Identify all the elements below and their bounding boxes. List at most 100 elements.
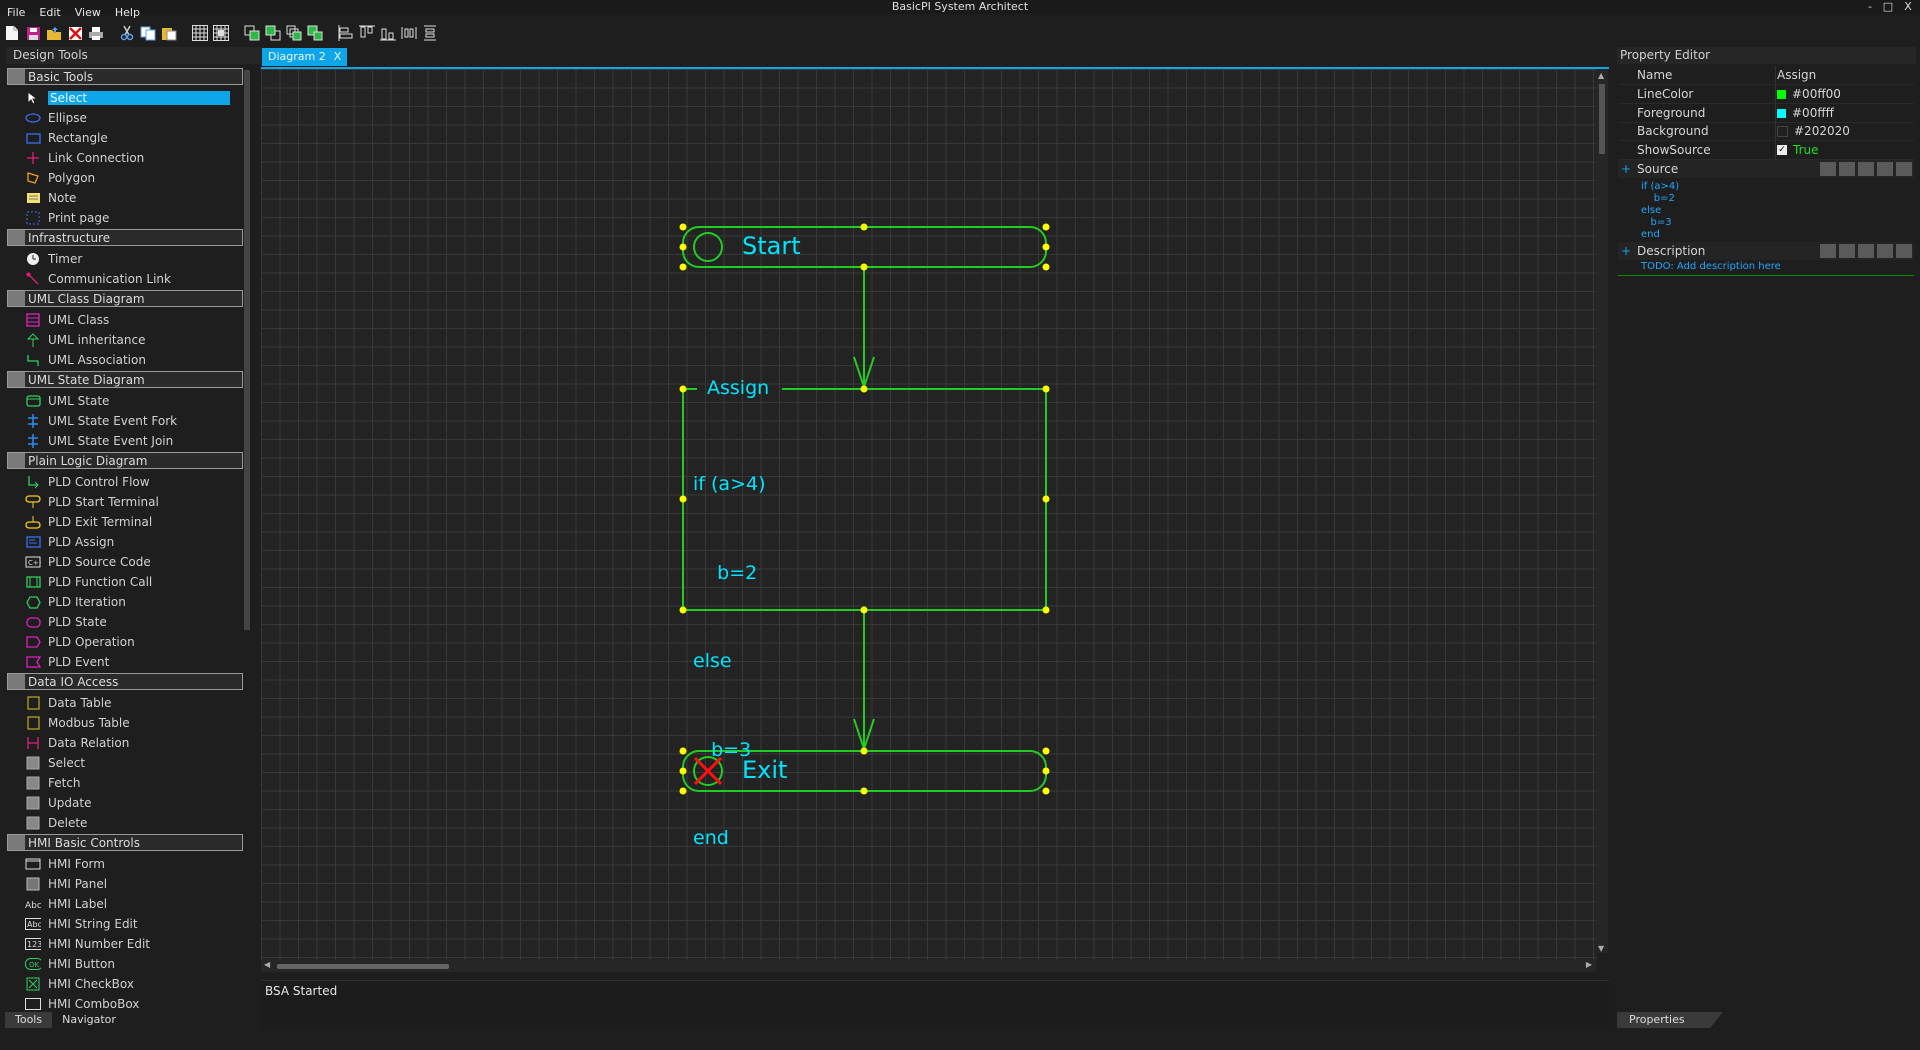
scroll-left-icon[interactable]: ◀ (264, 960, 271, 969)
collapse-toggle-icon[interactable] (8, 674, 25, 689)
close-button[interactable]: X (1904, 0, 1912, 13)
minimize-button[interactable]: - (1868, 0, 1872, 13)
prop-name-value[interactable]: Assign (1777, 68, 1817, 82)
tool-item-pld-event[interactable]: PLD Event (7, 652, 243, 672)
tool-item-pld-control-flow[interactable]: PLD Control Flow (7, 472, 243, 492)
scroll-up-icon[interactable]: ▲ (1598, 71, 1605, 80)
scroll-right-icon[interactable]: ▶ (1585, 960, 1592, 969)
align-top-icon[interactable] (359, 25, 375, 41)
tool-item-pld-state[interactable]: PLD State (7, 612, 243, 632)
prop-row-linecolor[interactable]: LineColor #00ff00 (1618, 85, 1914, 104)
tab-navigator[interactable]: Navigator (62, 1013, 116, 1026)
grid-snap-icon[interactable] (213, 25, 229, 41)
tool-item-uml-state-event-join[interactable]: UML State Event Join (7, 431, 243, 451)
tool-category-infrastructure[interactable]: Infrastructure (7, 229, 243, 246)
tool-item-hmi-combobox[interactable]: HMI ComboBox (7, 994, 243, 1010)
tab-diagram-2[interactable]: Diagram 2 X (262, 48, 348, 66)
tool-category-plain-logic-diagram[interactable]: Plain Logic Diagram (7, 452, 243, 469)
tool-item-data-table[interactable]: Data Table (7, 693, 243, 713)
canvas-vertical-scrollbar[interactable]: ▲ ▼ (1596, 69, 1608, 953)
control-flow-1[interactable] (853, 267, 875, 391)
tool-item-note[interactable]: Note (7, 188, 243, 208)
tool-item-select[interactable]: Select (7, 753, 243, 773)
tool-item-update[interactable]: Update (7, 793, 243, 813)
send-back-icon[interactable] (265, 25, 281, 41)
collapse-toggle-icon[interactable] (8, 69, 25, 84)
tab-properties[interactable]: Properties (1617, 1012, 1723, 1028)
save-icon[interactable] (25, 25, 41, 41)
tool-item-uml-association[interactable]: UML Association (7, 350, 243, 370)
collapse-toggle-icon[interactable] (8, 453, 25, 468)
showsource-checkbox[interactable]: ✓ (1777, 145, 1787, 155)
tool-item-uml-state-event-fork[interactable]: UML State Event Fork (7, 411, 243, 431)
tool-item-polygon[interactable]: Polygon (7, 168, 243, 188)
editor-button[interactable] (1858, 162, 1874, 176)
tool-item-hmi-checkbox[interactable]: HMI CheckBox (7, 974, 243, 994)
collapse-toggle-icon[interactable] (8, 291, 25, 306)
tool-item-uml-inheritance[interactable]: UML inheritance (7, 330, 243, 350)
tab-close-icon[interactable]: X (333, 50, 342, 63)
editor-button[interactable] (1839, 162, 1855, 176)
editor-button[interactable] (1877, 244, 1893, 258)
grid-icon[interactable] (192, 25, 208, 41)
tool-item-uml-state[interactable]: UML State (7, 391, 243, 411)
tool-item-uml-class[interactable]: UML Class (7, 310, 243, 330)
tool-item-data-relation[interactable]: Data Relation (7, 733, 243, 753)
prop-row-showsource[interactable]: ShowSource ✓True (1618, 141, 1914, 160)
collapse-toggle-icon[interactable] (8, 372, 25, 387)
ungroup-icon[interactable] (307, 25, 323, 41)
tool-category-data-io-access[interactable]: Data IO Access (7, 673, 243, 690)
control-flow-2[interactable] (853, 609, 875, 753)
group-icon[interactable] (286, 25, 302, 41)
print-icon[interactable] (88, 25, 104, 41)
tool-item-fetch[interactable]: Fetch (7, 773, 243, 793)
tool-item-communication-link[interactable]: Communication Link (7, 269, 243, 289)
prop-group-source[interactable]: + Source (1618, 160, 1914, 178)
editor-button[interactable] (1877, 162, 1893, 176)
tool-item-hmi-panel[interactable]: HMI Panel (7, 874, 243, 894)
space-horizontal-icon[interactable] (401, 25, 417, 41)
prop-row-name[interactable]: Name Assign (1618, 66, 1914, 85)
prop-row-foreground[interactable]: Foreground #00ffff (1618, 104, 1914, 123)
tool-item-link-connection[interactable]: Link Connection (7, 148, 243, 168)
tool-item-timer[interactable]: Timer (7, 249, 243, 269)
tool-category-uml-class-diagram[interactable]: UML Class Diagram (7, 290, 243, 307)
vertical-scroll-thumb[interactable] (1599, 84, 1605, 154)
expand-icon[interactable]: + (1621, 162, 1632, 176)
source-text[interactable]: if (a>4) b=2 else b=3 end (1641, 181, 1680, 240)
menu-edit[interactable]: Edit (39, 6, 61, 19)
tool-list-scrollbar[interactable] (243, 70, 251, 1005)
tool-item-select[interactable]: Select (7, 88, 243, 108)
tool-item-pld-source-code[interactable]: C++PLD Source Code (7, 552, 243, 572)
diagram-canvas[interactable]: Start Assign if (a>4) b=2 else b=3 end E… (261, 69, 1597, 969)
tool-category-basic-tools[interactable]: Basic Tools (7, 68, 243, 85)
collapse-toggle-icon[interactable] (8, 835, 25, 850)
space-vertical-icon[interactable] (422, 25, 438, 41)
tool-item-hmi-form[interactable]: HMI Form (7, 854, 243, 874)
align-bottom-icon[interactable] (380, 25, 396, 41)
tool-item-pld-start-terminal[interactable]: PLD Start Terminal (7, 492, 243, 512)
scroll-thumb[interactable] (244, 70, 250, 630)
editor-button[interactable] (1820, 244, 1836, 258)
tool-category-hmi-basic-controls[interactable]: HMI Basic Controls (7, 834, 243, 851)
copy-icon[interactable] (140, 25, 156, 41)
prop-background-value[interactable]: #202020 (1794, 124, 1850, 138)
tab-tools[interactable]: Tools (5, 1012, 53, 1028)
prop-row-background[interactable]: Background #202020 (1618, 122, 1914, 141)
expand-icon[interactable]: + (1621, 244, 1632, 258)
tool-item-print-page[interactable]: Print page (7, 208, 243, 228)
description-text[interactable]: TODO: Add description here (1641, 261, 1781, 272)
tool-category-uml-state-diagram[interactable]: UML State Diagram (7, 371, 243, 388)
prop-foreground-value[interactable]: #00ffff (1792, 106, 1834, 120)
maximize-button[interactable]: □ (1882, 0, 1894, 13)
tool-item-pld-assign[interactable]: PLD Assign (7, 532, 243, 552)
tool-item-modbus-table[interactable]: Modbus Table (7, 713, 243, 733)
editor-button[interactable] (1858, 244, 1874, 258)
editor-button[interactable] (1839, 244, 1855, 258)
tool-item-pld-operation[interactable]: PLD Operation (7, 632, 243, 652)
canvas-horizontal-scrollbar[interactable]: ◀ ▶ (261, 960, 1596, 972)
tool-item-rectangle[interactable]: Rectangle (7, 128, 243, 148)
